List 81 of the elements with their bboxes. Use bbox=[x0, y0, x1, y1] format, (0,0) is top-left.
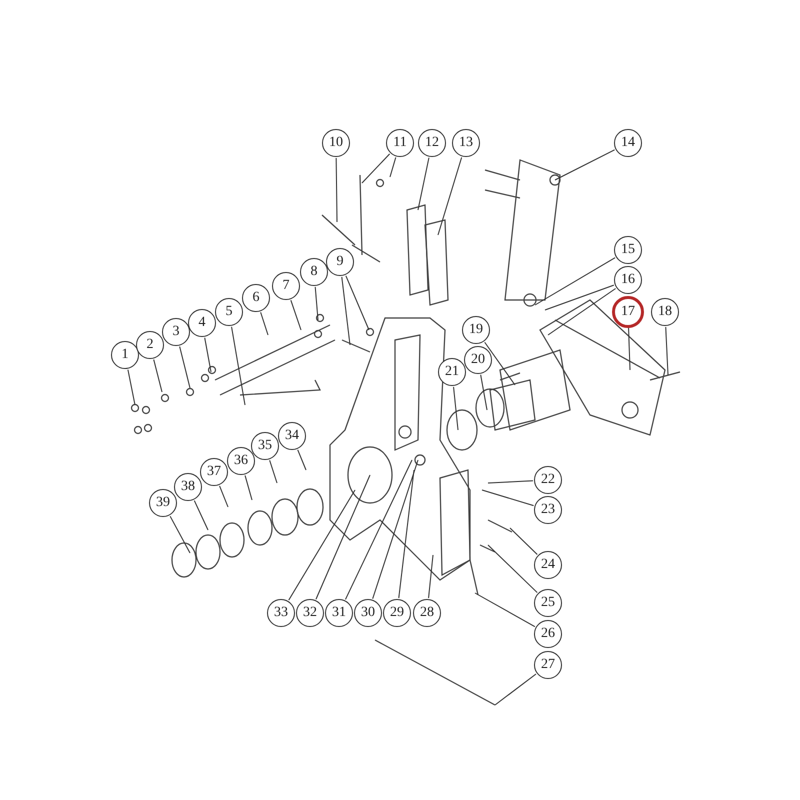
callout-number: 24 bbox=[534, 551, 562, 579]
callout-number: 11 bbox=[386, 129, 414, 157]
leader-line bbox=[269, 460, 278, 484]
callout-number: 34 bbox=[278, 422, 306, 450]
leader-line bbox=[345, 275, 370, 330]
callout-number: 22 bbox=[534, 466, 562, 494]
leader-line bbox=[362, 153, 390, 184]
callout-number: 38 bbox=[174, 473, 202, 501]
leader-line bbox=[219, 485, 228, 508]
callout-number: 18 bbox=[651, 298, 679, 326]
leader-line bbox=[179, 346, 190, 388]
callout-number: 1 bbox=[111, 341, 139, 369]
callout-number: 31 bbox=[325, 599, 353, 627]
leader-line bbox=[390, 156, 396, 178]
leader-line bbox=[534, 257, 616, 306]
callout-number: 26 bbox=[534, 620, 562, 648]
leader-line bbox=[488, 480, 534, 484]
leader-line bbox=[290, 300, 302, 330]
callout-number: 39 bbox=[149, 489, 177, 517]
leader-line bbox=[341, 276, 350, 346]
callout-number: 15 bbox=[614, 236, 642, 264]
leader-line bbox=[398, 470, 414, 599]
callout-number: 10 bbox=[322, 129, 350, 157]
leader-line bbox=[288, 490, 356, 601]
leader-line bbox=[170, 516, 190, 554]
leader-line bbox=[484, 342, 516, 386]
callout-number: 36 bbox=[227, 447, 255, 475]
leader-line bbox=[474, 592, 536, 628]
callout-number: 8 bbox=[300, 258, 328, 286]
leader-line bbox=[438, 156, 462, 236]
callout-number: 35 bbox=[251, 432, 279, 460]
callout-number: 30 bbox=[354, 599, 382, 627]
leader-line bbox=[244, 474, 252, 500]
callout-number: 2 bbox=[136, 331, 164, 359]
leader-line bbox=[453, 386, 458, 430]
callout-number: 20 bbox=[464, 346, 492, 374]
leader-line bbox=[153, 359, 162, 392]
leader-line bbox=[544, 284, 614, 310]
leader-line bbox=[494, 674, 537, 706]
callout-number: 12 bbox=[418, 129, 446, 157]
leader-line bbox=[482, 490, 534, 506]
leader-line bbox=[418, 157, 430, 210]
callout-number: 4 bbox=[188, 309, 216, 337]
leader-line bbox=[548, 288, 616, 336]
leader-line bbox=[372, 460, 418, 600]
callout-number: 37 bbox=[200, 458, 228, 486]
callout-number: 3 bbox=[162, 318, 190, 346]
leader-line bbox=[127, 369, 136, 406]
callout-number: 29 bbox=[383, 599, 411, 627]
callout-number: 17 bbox=[612, 296, 644, 328]
leader-line bbox=[628, 326, 630, 370]
callout-number: 7 bbox=[272, 272, 300, 300]
leader-line bbox=[554, 149, 616, 180]
leader-line bbox=[297, 449, 306, 470]
leader-line bbox=[510, 528, 538, 556]
callout-number: 13 bbox=[452, 129, 480, 157]
leader-line bbox=[428, 554, 434, 599]
leader-line bbox=[480, 374, 488, 410]
callout-number: 19 bbox=[462, 316, 490, 344]
callout-number: 28 bbox=[413, 599, 441, 627]
callout-number: 27 bbox=[534, 651, 562, 679]
callout-number: 14 bbox=[614, 129, 642, 157]
callout-number: 9 bbox=[326, 248, 354, 276]
callout-number: 33 bbox=[267, 599, 295, 627]
callout-number: 23 bbox=[534, 496, 562, 524]
leader-line bbox=[665, 326, 668, 376]
callout-number: 16 bbox=[614, 266, 642, 294]
leader-line bbox=[231, 326, 246, 406]
leader-line bbox=[336, 158, 338, 222]
leader-line bbox=[315, 474, 370, 600]
leader-line bbox=[344, 460, 412, 600]
leader-line bbox=[260, 312, 268, 336]
leader-line bbox=[488, 544, 538, 594]
leader-line bbox=[194, 500, 208, 530]
leader-line bbox=[314, 286, 318, 320]
callout-number: 25 bbox=[534, 589, 562, 617]
callout-number: 21 bbox=[438, 358, 466, 386]
callout-number: 32 bbox=[296, 599, 324, 627]
callout-number: 6 bbox=[242, 284, 270, 312]
leader-line bbox=[204, 337, 212, 372]
callout-number: 5 bbox=[215, 298, 243, 326]
